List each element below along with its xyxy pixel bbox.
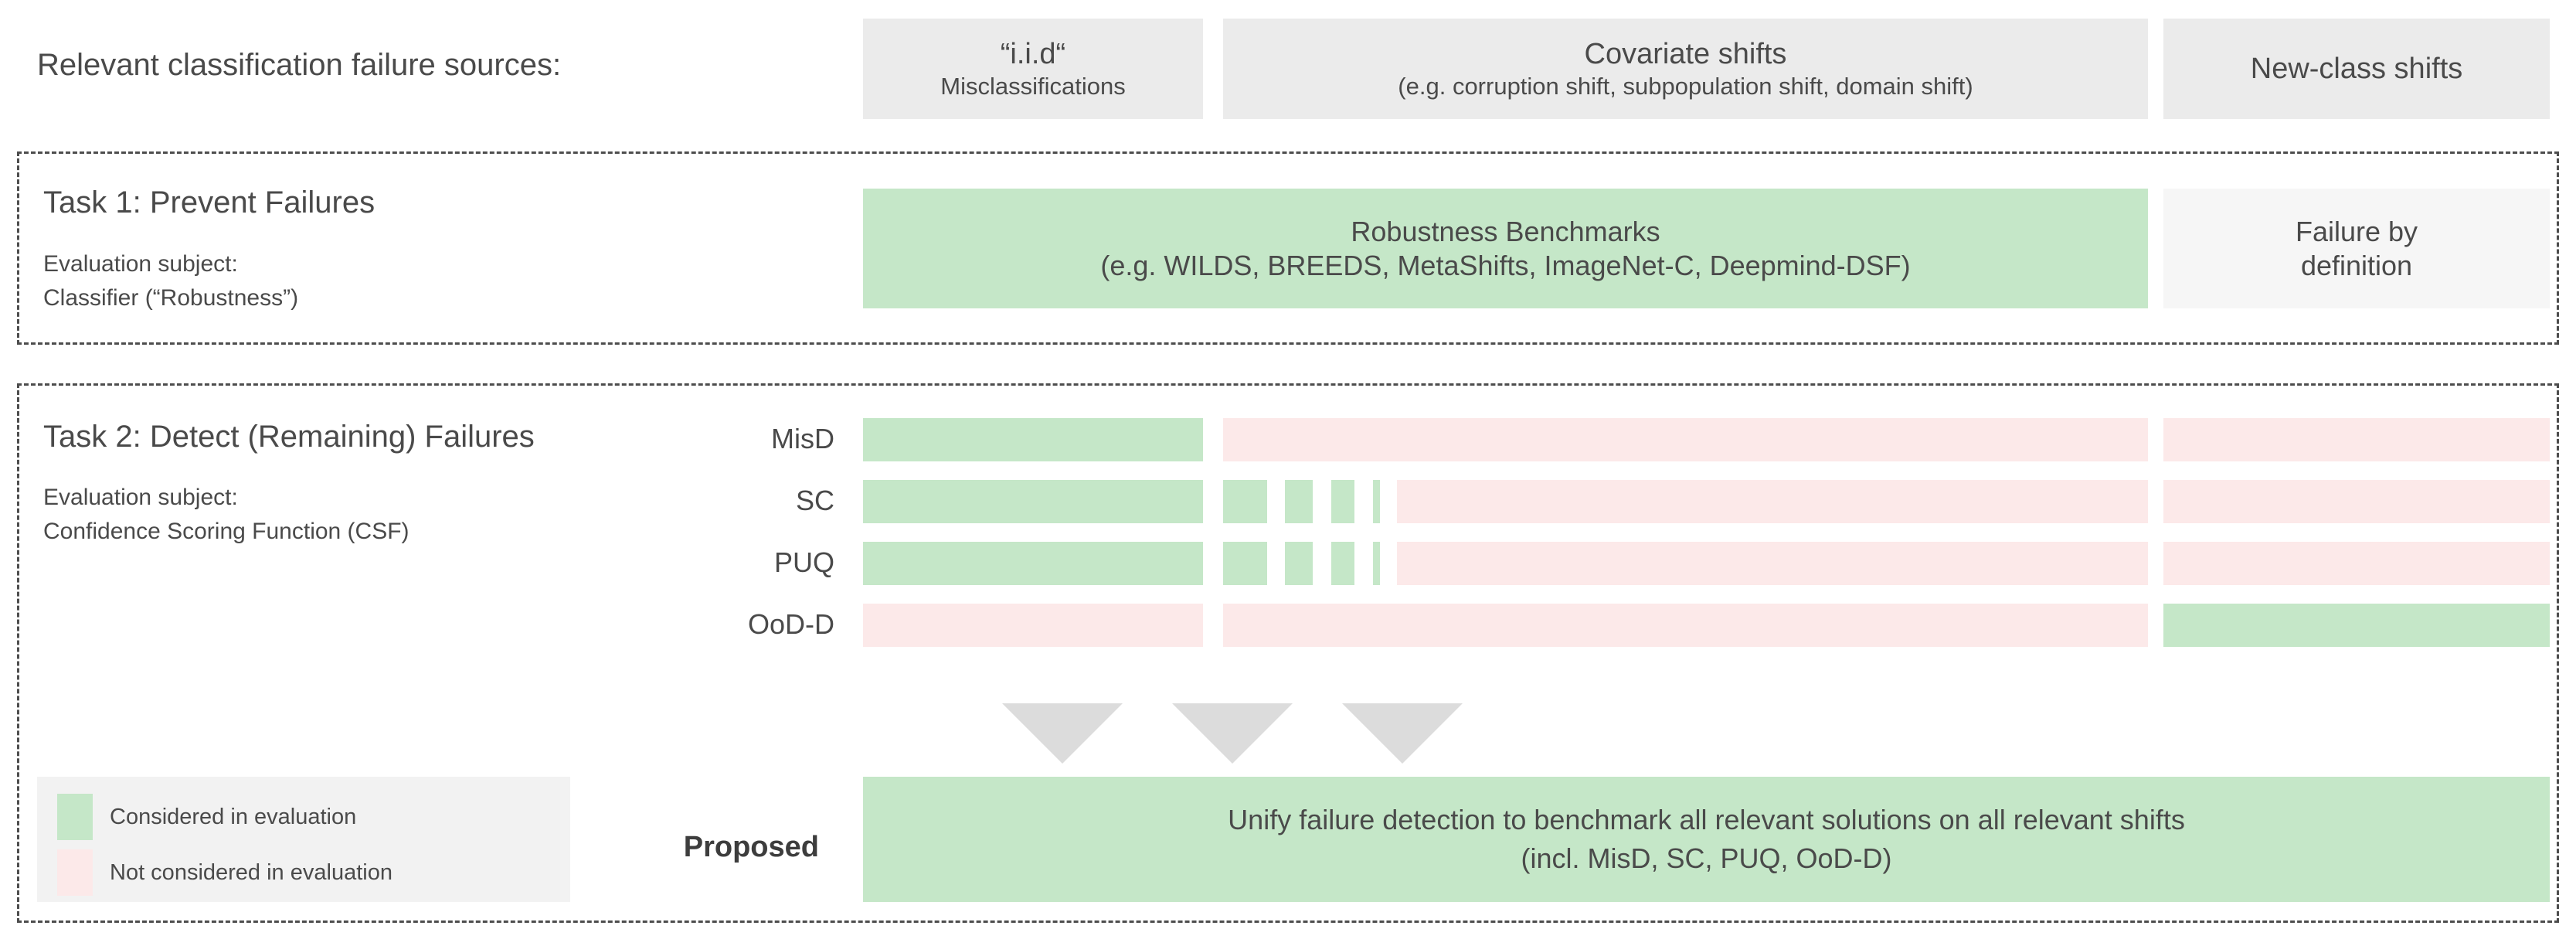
bar-puq-covariate-seg4	[1373, 542, 1380, 585]
task2-subject-line1: Evaluation subject:	[43, 485, 238, 510]
task1-subject: Evaluation subject: Classifier (“Robustn…	[43, 247, 739, 315]
legend-swatch	[57, 794, 93, 840]
header-column-iid: “i.i.d“ Misclassifications	[863, 19, 1203, 119]
header-column-title: New-class shifts	[2250, 52, 2463, 85]
bar-puq-covariate-seg3	[1331, 542, 1354, 585]
legend-item: Considered in evaluation	[57, 794, 570, 840]
header-column-title: “i.i.d“	[1000, 37, 1066, 70]
lead-label: Relevant classification failure sources:	[37, 48, 562, 82]
bar-sc-covariate-seg3	[1331, 480, 1354, 523]
header-column-subtitle: (e.g. corruption shift, subpopulation sh…	[1398, 73, 1973, 100]
bar-sc-covariate-seg2	[1285, 480, 1313, 523]
row-label-misd: MisD	[771, 423, 834, 454]
row-label-ood-d: OoD-D	[747, 608, 834, 640]
bar-ood-d-covariate-seg1	[1223, 604, 2148, 647]
header-column-subtitle: Misclassifications	[940, 73, 1126, 100]
bar-sc-covariate-seg5	[1397, 480, 2148, 523]
task2-subject-line2: Confidence Scoring Function (CSF)	[43, 518, 410, 544]
failure-by-definition-line2: definition	[2300, 249, 2413, 281]
row-label-puq: PUQ	[773, 546, 834, 578]
bar-puq-newclass	[2163, 542, 2550, 585]
proposed-line1: Unify failure detection to benchmark all…	[1228, 804, 2185, 836]
task2-frame	[17, 383, 2559, 923]
legend-label: Considered in evaluation	[110, 804, 357, 829]
bar-misd-iid	[863, 418, 1203, 461]
failure-by-definition-line1: Failure by	[2295, 215, 2418, 247]
header-column-covariate: Covariate shifts (e.g. corruption shift, …	[1223, 19, 2148, 119]
task1-title: Task 1: Prevent Failures	[43, 185, 376, 219]
bar-sc-iid	[863, 480, 1203, 523]
header-column-title: Covariate shifts	[1584, 37, 1787, 70]
row-label-sc: SC	[795, 485, 834, 516]
header-column-newclass: New-class shifts	[2163, 19, 2550, 119]
bar-misd-covariate-seg1	[1223, 418, 2148, 461]
bar-ood-d-iid	[863, 604, 1203, 647]
task1-subject-line1: Evaluation subject:	[43, 251, 238, 277]
legend-item: Not considered in evaluation	[57, 849, 570, 896]
proposed-line2: (incl. MisD, SC, PUQ, OoD-D)	[1521, 842, 1892, 874]
bar-puq-covariate-seg2	[1285, 542, 1313, 585]
bar-puq-covariate-seg5	[1397, 542, 2148, 585]
task1-subject-line2: Classifier (“Robustness”)	[43, 284, 299, 311]
task1-frame	[17, 151, 2559, 345]
bar-ood-d-newclass	[2163, 604, 2550, 647]
bar-sc-covariate-seg1	[1223, 480, 1267, 523]
legend-label: Not considered in evaluation	[110, 859, 393, 885]
legend-swatch	[57, 849, 93, 896]
task2-title: Task 2: Detect (Remaining) Failures	[43, 420, 535, 454]
bar-puq-covariate-seg1	[1223, 542, 1267, 585]
robustness-benchmarks-box: Robustness Benchmarks (e.g. WILDS, BREED…	[863, 189, 2148, 308]
down-arrow-2	[1172, 703, 1293, 764]
bar-misd-newclass	[2163, 418, 2550, 461]
proposed-box: Unify failure detection to benchmark all…	[863, 777, 2550, 902]
bar-sc-newclass	[2163, 480, 2550, 523]
failure-by-definition-box: Failure by definition	[2163, 189, 2550, 308]
task2-subject: Evaluation subject: Confidence Scoring F…	[43, 481, 739, 548]
down-arrow-1	[1002, 703, 1123, 764]
robustness-benchmarks-line1: Robustness Benchmarks	[1351, 215, 1660, 247]
robustness-benchmarks-line2: (e.g. WILDS, BREEDS, MetaShifts, ImageNe…	[1100, 249, 1911, 281]
proposed-label: Proposed	[683, 831, 819, 863]
bar-puq-iid	[863, 542, 1203, 585]
bar-sc-covariate-seg4	[1373, 480, 1380, 523]
down-arrow-3	[1342, 703, 1463, 764]
